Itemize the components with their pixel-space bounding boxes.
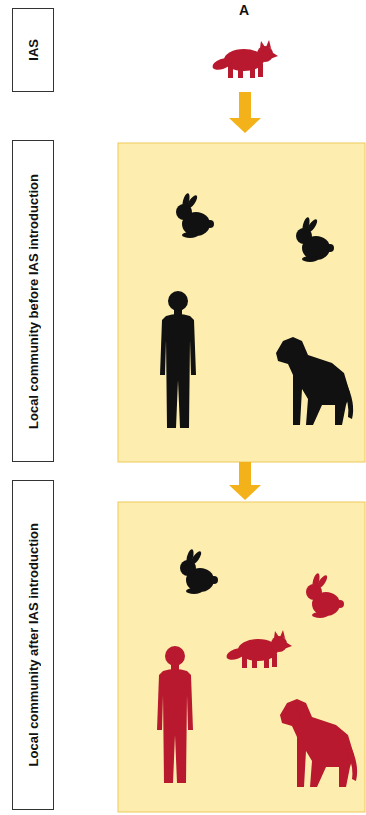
label-box: Local community after IAS introduction xyxy=(12,480,54,810)
arrow-head xyxy=(229,485,261,500)
person-icon xyxy=(157,646,193,783)
box-label: IAS xyxy=(26,39,41,61)
person-icon xyxy=(160,291,196,428)
rabbit-icon xyxy=(176,192,214,238)
community-panel xyxy=(118,143,365,462)
rabbit-icon xyxy=(180,548,218,594)
label-wrap: IAS xyxy=(26,39,41,61)
label-box: Local community before IAS introduction xyxy=(12,140,54,462)
box-label: Local community before IAS introduction xyxy=(26,174,41,429)
dog-icon xyxy=(276,337,353,425)
box-label: Local community after IAS introduction xyxy=(26,523,41,766)
arrow-head xyxy=(229,118,261,133)
community-panel xyxy=(118,502,365,812)
dog-icon xyxy=(280,699,357,787)
label-box: IAS xyxy=(12,8,54,92)
arrow-shaft xyxy=(239,92,251,118)
label-wrap: Local community before IAS introduction xyxy=(26,174,41,429)
rabbit-icon xyxy=(296,216,334,262)
label-wrap: Local community after IAS introduction xyxy=(26,523,41,766)
rabbit-icon xyxy=(306,572,344,618)
raccoon-icon xyxy=(225,630,292,668)
raccoon-icon xyxy=(211,40,278,78)
arrow-shaft xyxy=(239,462,251,486)
panel-letter: A xyxy=(239,2,249,18)
